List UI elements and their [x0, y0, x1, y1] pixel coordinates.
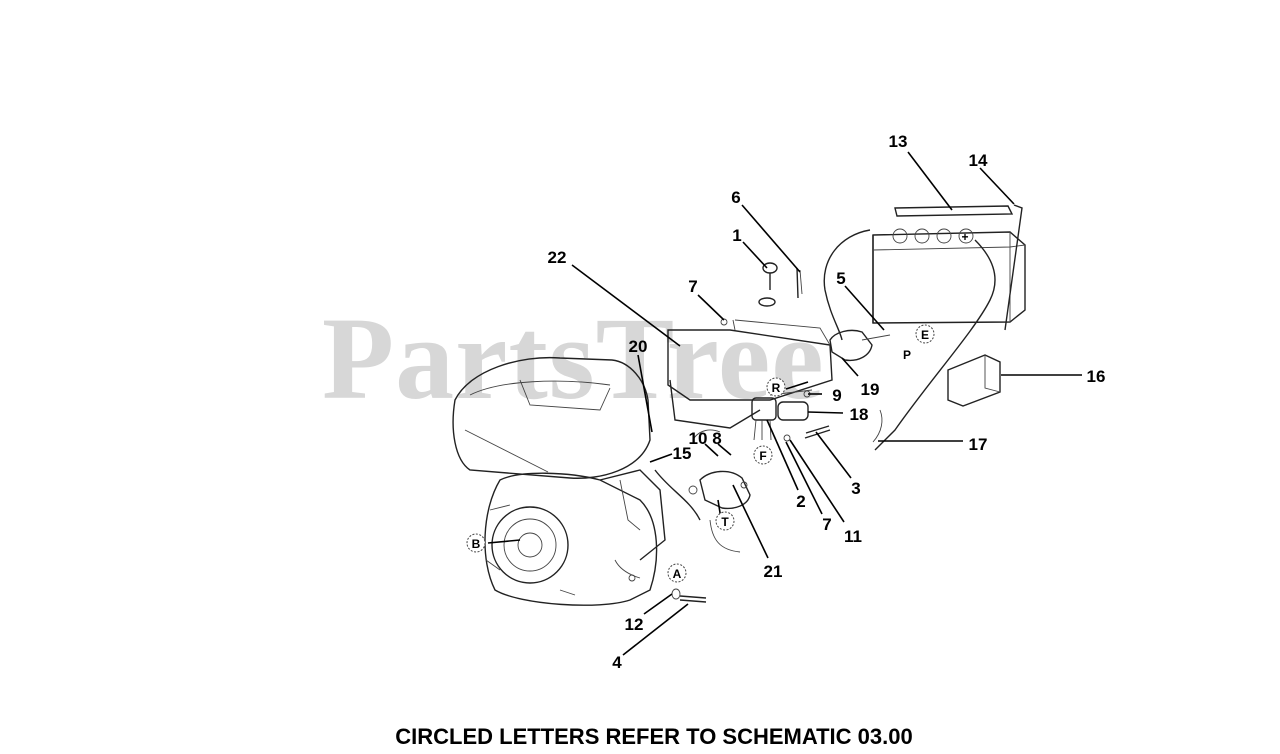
- mounting-panel-illustration: [667, 318, 833, 429]
- circled-letter-e: E: [915, 324, 935, 344]
- callout-4: 4: [612, 653, 622, 672]
- key-illustration: [758, 262, 803, 307]
- svg-text:T: T: [721, 515, 729, 529]
- callout-9: 9: [832, 386, 841, 405]
- callout-12: 12: [625, 615, 644, 634]
- svg-text:P: P: [903, 348, 911, 362]
- svg-text:B: B: [472, 537, 481, 551]
- callout-19: 19: [861, 380, 880, 399]
- callout-10: 10: [689, 429, 708, 448]
- callout-13: 13: [889, 132, 908, 151]
- svg-text:A: A: [673, 567, 682, 581]
- callout-7-top: 7: [688, 277, 697, 296]
- callout-5: 5: [836, 269, 845, 288]
- circled-letter-a: A: [667, 563, 687, 583]
- callout-1: 1: [732, 226, 741, 245]
- starter-cable-illustration: [654, 469, 751, 553]
- callout-15: 15: [673, 444, 692, 463]
- engine-illustration: [452, 356, 666, 606]
- callout-14: 14: [969, 151, 988, 170]
- callout-22: 22: [548, 248, 567, 267]
- callout-7-bottom: 7: [822, 515, 831, 534]
- svg-text:R: R: [772, 381, 781, 395]
- circled-letter-p: P: [903, 348, 911, 362]
- circled-letter-f: F: [753, 445, 773, 465]
- callout-17: 17: [969, 435, 988, 454]
- callout-16: 16: [1087, 367, 1106, 386]
- callout-3: 3: [851, 479, 860, 498]
- svg-text:+: +: [961, 230, 968, 244]
- callout-20: 20: [629, 337, 648, 356]
- circled-letter-t: T: [715, 511, 735, 531]
- circled-letter-r: R: [766, 377, 786, 397]
- callout-6: 6: [731, 188, 740, 207]
- callout-18: 18: [850, 405, 869, 424]
- callout-8: 8: [712, 429, 721, 448]
- callout-leader-lines: [487, 151, 1082, 656]
- svg-text:F: F: [759, 449, 766, 463]
- switch-assembly-illustration: [693, 329, 891, 441]
- decal-illustration: [947, 354, 1001, 407]
- svg-text:E: E: [921, 328, 929, 342]
- schematic-reference-note: CIRCLED LETTERS REFER TO SCHEMATIC 03.00: [395, 724, 913, 749]
- battery-illustration: +: [823, 204, 1026, 451]
- callout-2: 2: [796, 492, 805, 511]
- callout-21: 21: [764, 562, 783, 581]
- circled-letter-b: B: [466, 533, 486, 553]
- callout-11: 11: [844, 527, 862, 546]
